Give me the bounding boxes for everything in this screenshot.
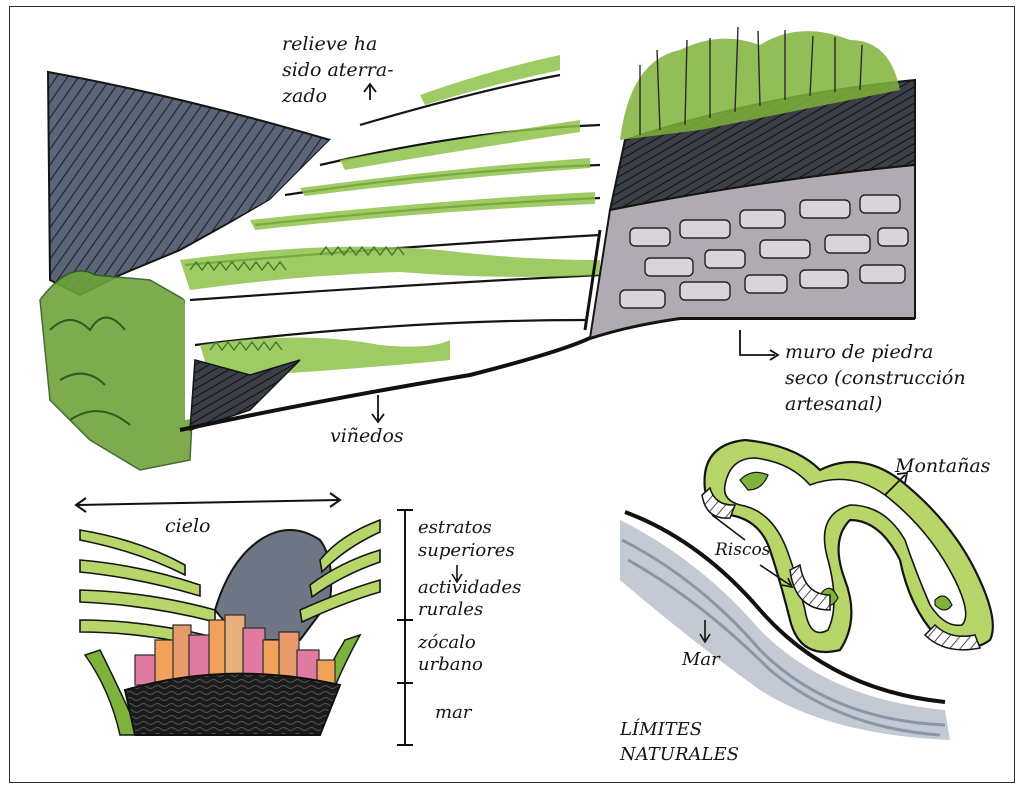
relieve-label-line-2: sido aterra- (282, 59, 394, 81)
riscos-label: Riscos (714, 540, 771, 560)
left-vegetation (40, 271, 195, 470)
left-terraces (80, 530, 225, 652)
relieve-label-line-3: zado (281, 85, 327, 107)
muro-label-line-3: artesanal) (785, 393, 882, 415)
strata-label-3: actividades (418, 577, 521, 598)
relieve-label-line-1: relieve ha (282, 33, 377, 55)
muro-arrow (740, 330, 775, 355)
mar-label: Mar (681, 649, 721, 670)
cielo-label: cielo (165, 515, 210, 537)
limites-label-line-1: LÍMITES (619, 717, 702, 740)
sketch-sheet: relieve ha sido aterra- zado muro de pie… (9, 6, 1015, 783)
muro-label-line-2: seco (construcción (785, 367, 966, 389)
terraced-landscape-sketch: relieve ha sido aterra- zado muro de pie… (40, 27, 966, 470)
strata-label-2: superiores (418, 540, 515, 561)
strata-scale-bar (397, 510, 413, 745)
valley-section-sketch: cielo (76, 493, 521, 745)
strata-label-7: mar (435, 702, 473, 723)
limites-label-line-2: NATURALES (619, 744, 739, 765)
natural-limits-plan: Montañas Riscos Mar LÍMITES NATURALES (619, 440, 993, 765)
vinedos-label: viñedos (330, 425, 404, 447)
sea-scribble (125, 674, 340, 735)
sketch-drawing: relieve ha sido aterra- zado muro de pie… (10, 7, 1014, 782)
strata-label-1: estratos (418, 517, 492, 538)
cielo-arrow (78, 500, 338, 505)
strata-label-5: zócalo (417, 632, 476, 653)
strata-label-4: rurales (418, 599, 483, 620)
strata-label-6: urbano (418, 654, 483, 675)
muro-label-line-1: muro de piedra (785, 341, 933, 363)
montanas-label: Montañas (894, 455, 991, 477)
